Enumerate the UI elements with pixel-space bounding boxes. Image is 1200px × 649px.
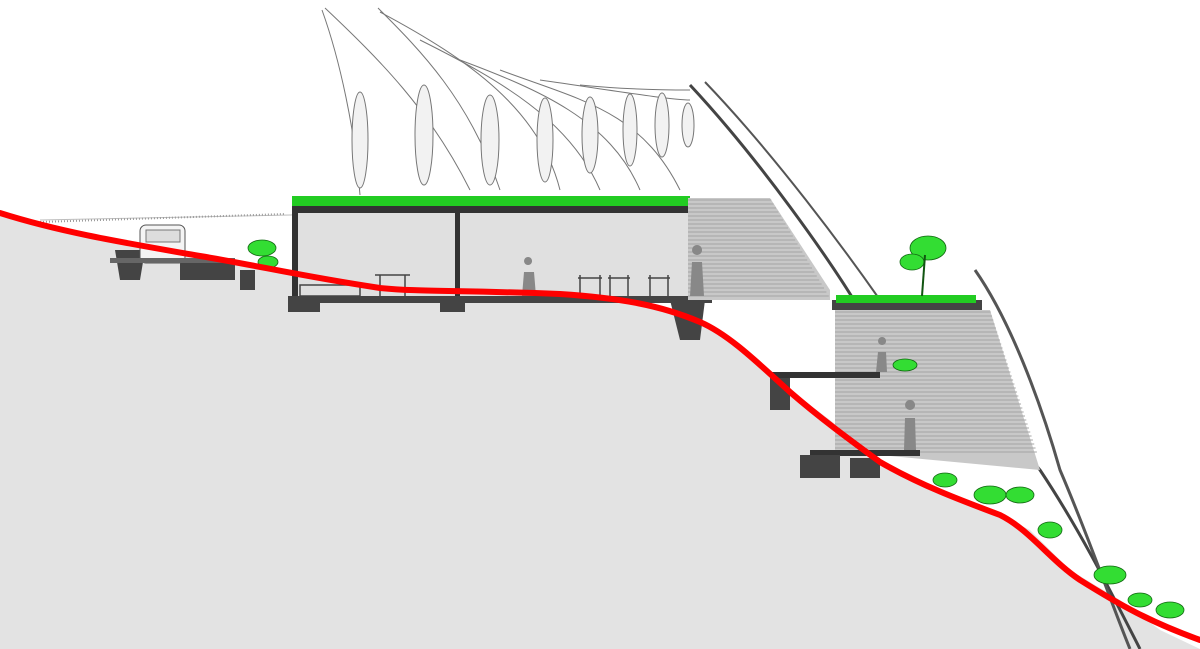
tropical-plants — [247, 235, 1185, 619]
ground-mass — [0, 215, 1200, 649]
furniture — [299, 274, 670, 297]
upper-green-roof — [292, 196, 690, 206]
lower-deck-1 — [770, 372, 880, 378]
tree-trunk — [921, 254, 926, 297]
pavilion-column — [455, 212, 460, 296]
slatted-cladding-wall — [688, 198, 1040, 470]
upper-pavilion-interior — [292, 208, 688, 296]
pavilion-wall — [292, 212, 298, 300]
lower-terrace-green-roof — [836, 295, 976, 303]
human-figures — [522, 245, 916, 450]
terrain-profile-line — [0, 210, 1200, 643]
upper-roof-slab — [292, 205, 690, 213]
sail-roof-canopy — [321, 7, 695, 196]
grass-texture — [39, 213, 286, 223]
upper-floor-slab — [292, 296, 712, 303]
lower-terrace-slab — [832, 300, 982, 310]
curved-steel-rib-inner — [704, 81, 881, 301]
